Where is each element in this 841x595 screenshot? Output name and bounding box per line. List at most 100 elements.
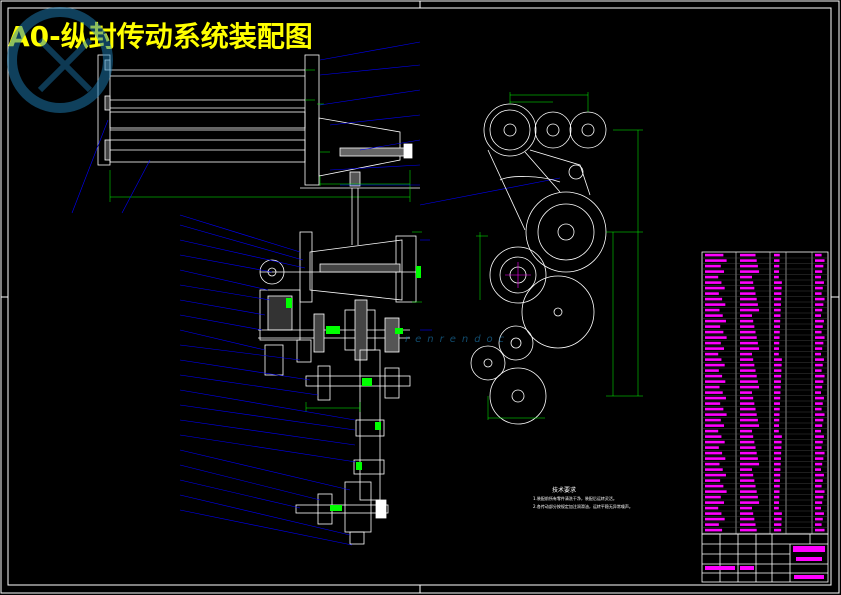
table-cell-mark xyxy=(740,347,760,350)
table-cell-mark xyxy=(705,413,727,416)
gear-top-middle xyxy=(534,111,572,149)
table-cell-mark xyxy=(740,363,755,367)
table-cell-mark xyxy=(815,451,825,455)
table-cell-mark xyxy=(774,501,780,504)
table-cell-mark xyxy=(705,374,723,378)
table-cell-mark xyxy=(740,413,757,416)
table-cell-mark xyxy=(815,286,823,290)
table-cell-mark xyxy=(815,358,824,361)
lower-shaft-assembly xyxy=(295,349,411,545)
table-cell-mark xyxy=(705,523,719,526)
table-cell-mark xyxy=(740,418,758,422)
table-cell-mark xyxy=(740,352,752,356)
table-cell-mark xyxy=(815,281,824,284)
table-cell-mark xyxy=(740,440,755,444)
table-cell-mark xyxy=(740,457,758,460)
table-cell-mark xyxy=(774,336,780,339)
gear-middle-large xyxy=(521,275,595,349)
table-cell-mark xyxy=(815,325,823,328)
table-cell-mark xyxy=(815,512,824,515)
tech-requirement-line-2: 2.各传动部分按规定加注润滑油，运转平稳无异常噪声。 xyxy=(533,504,633,509)
table-cell-mark xyxy=(705,292,719,295)
table-cell-mark xyxy=(740,380,758,383)
table-cell-mark xyxy=(815,517,823,521)
table-cell-mark xyxy=(740,523,756,526)
table-cell-mark xyxy=(815,292,822,295)
gear-middle-left xyxy=(489,246,547,304)
table-cell-mark xyxy=(815,468,821,471)
table-cell-mark xyxy=(774,506,779,510)
table-cell-mark xyxy=(774,435,782,438)
lower-left-hub xyxy=(264,344,284,376)
tech-requirement-line-1: 1.装配前所有零件清洗干净，装配后运转灵活。 xyxy=(533,496,617,501)
table-cell-mark xyxy=(705,297,723,301)
table-cell-mark xyxy=(815,440,823,444)
gear-centers xyxy=(505,262,531,288)
vertical-shaft xyxy=(351,188,359,245)
right-side-plate xyxy=(304,54,320,186)
table-cell-mark xyxy=(740,308,760,312)
table-cell-mark xyxy=(774,468,781,471)
table-cell-mark xyxy=(705,506,719,510)
table-cell-mark xyxy=(774,330,780,334)
table-cell-mark xyxy=(740,396,754,400)
table-cell-mark xyxy=(740,512,754,515)
table-cell-mark xyxy=(815,264,824,268)
shaft-upper xyxy=(339,147,409,157)
table-cell-mark xyxy=(774,391,781,394)
table-cell-mark xyxy=(705,363,725,367)
table-cell-mark xyxy=(740,319,754,323)
table-cell-mark xyxy=(774,341,780,345)
table-cell-mark xyxy=(740,484,756,488)
table-cell-mark xyxy=(774,297,782,301)
table-cell-mark xyxy=(815,523,822,526)
part-leader-lines xyxy=(71,41,561,546)
table-cell-mark xyxy=(774,440,782,444)
table-cell-mark xyxy=(774,413,780,416)
table-cell-mark xyxy=(815,297,825,301)
table-cell-mark xyxy=(740,341,758,345)
table-cell-mark xyxy=(815,413,825,416)
table-cell-mark xyxy=(705,319,726,323)
table-cell-mark xyxy=(815,385,823,389)
table-cell-mark xyxy=(815,407,822,411)
table-cell-mark xyxy=(815,501,823,504)
table-cell-mark xyxy=(815,391,821,394)
gear-train-view xyxy=(470,103,607,425)
table-cell-mark xyxy=(740,501,760,504)
small-bearing-left xyxy=(259,259,285,285)
table-cell-mark xyxy=(705,446,719,449)
taper-cone-upper xyxy=(318,117,401,177)
table-cell-mark xyxy=(774,275,779,279)
gear-lower-middle xyxy=(498,325,534,361)
table-cell-mark xyxy=(740,435,754,438)
table-cell-mark xyxy=(774,517,782,521)
table-cell-mark xyxy=(740,281,754,284)
table-cell-mark xyxy=(740,451,757,455)
table-cell-mark xyxy=(815,259,825,262)
table-cell-mark xyxy=(705,385,720,389)
table-cell-mark xyxy=(815,347,823,350)
table-cell-mark xyxy=(774,319,781,323)
table-cell-mark xyxy=(774,369,782,372)
watermark-text: renrendoc xyxy=(405,334,511,345)
table-cell-mark xyxy=(705,325,721,328)
table-cell-mark xyxy=(705,468,723,471)
table-cell-mark xyxy=(815,275,821,279)
table-cell-mark xyxy=(740,424,760,427)
table-cell-mark xyxy=(774,402,780,405)
table-cell-mark xyxy=(740,479,755,482)
table-cell-mark xyxy=(705,380,726,383)
table-cell-mark xyxy=(740,303,758,306)
table-cell-mark xyxy=(774,418,780,422)
table-cell-mark xyxy=(774,407,780,411)
table-cell-mark xyxy=(705,512,722,515)
table-cell-mark xyxy=(774,380,781,383)
gear-top-right xyxy=(569,111,607,149)
table-cell-mark xyxy=(705,369,719,372)
table-cell-mark xyxy=(740,292,756,295)
table-cell-mark xyxy=(705,490,727,493)
table-cell-mark xyxy=(740,314,752,317)
gear-train-dimensions xyxy=(476,92,643,420)
